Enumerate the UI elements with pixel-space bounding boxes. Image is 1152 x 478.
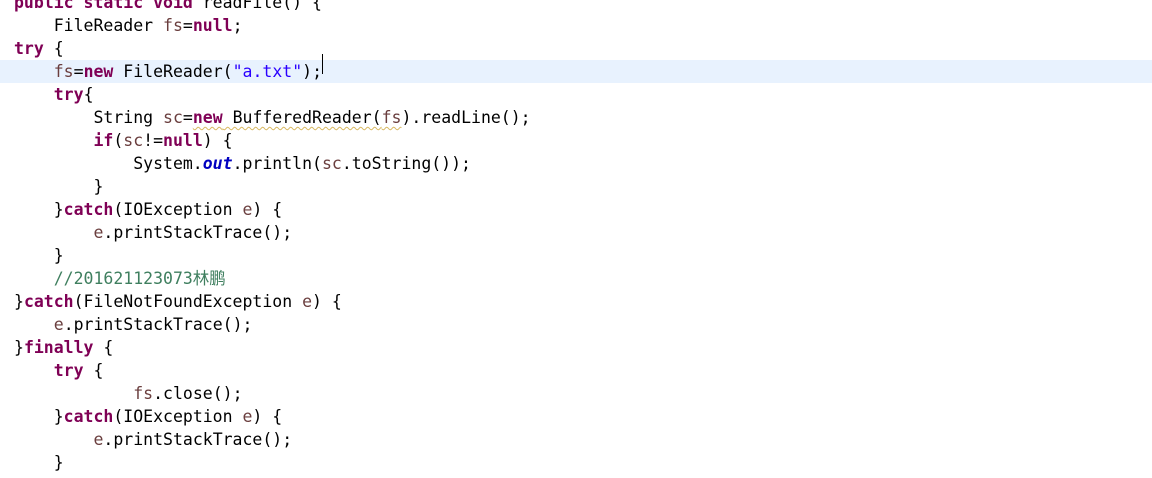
code-token: .toString()); <box>341 154 471 173</box>
code-token: (IOException <box>113 407 243 426</box>
code-token: .printStackTrace(); <box>103 430 293 449</box>
code-token: sc <box>123 131 144 150</box>
code-line[interactable]: try{ <box>0 83 1152 106</box>
code-token: if <box>93 131 114 150</box>
code-token: ) { <box>202 131 233 150</box>
code-line[interactable]: }catch(IOException e) { <box>0 405 1152 428</box>
code-line[interactable]: e.printStackTrace(); <box>0 221 1152 244</box>
code-token: = <box>182 108 193 127</box>
code-token: catch <box>63 200 114 219</box>
code-token: e <box>302 292 313 311</box>
code-token: try <box>53 85 84 104</box>
code-token <box>14 361 54 380</box>
code-token: ).readLine(); <box>401 108 531 127</box>
code-token: ) { <box>252 407 283 426</box>
code-token: new <box>192 108 223 127</box>
code-token <box>14 384 133 403</box>
code-token <box>14 85 54 104</box>
code-token: finally <box>23 338 94 357</box>
code-token: FileReader( <box>113 62 233 81</box>
code-token: System. <box>14 154 203 173</box>
code-token: .println( <box>232 154 322 173</box>
code-line[interactable]: fs=new FileReader("a.txt"); <box>0 60 1152 83</box>
code-token: try <box>53 361 84 380</box>
code-token: ) { <box>252 200 283 219</box>
code-token: readFile() { <box>202 0 322 12</box>
code-token: //201621123073林鹏 <box>14 269 226 288</box>
code-token: ( <box>113 131 124 150</box>
code-token: } <box>14 177 104 196</box>
text-caret <box>322 54 323 74</box>
code-token: } <box>14 453 64 472</box>
code-line[interactable]: //201621123073林鹏 <box>0 267 1152 290</box>
code-token: sc <box>163 108 183 127</box>
code-token: catch <box>23 292 74 311</box>
code-line[interactable]: FileReader fs=null; <box>0 14 1152 37</box>
code-token: null <box>192 16 233 35</box>
code-line[interactable]: try { <box>0 359 1152 382</box>
code-token: ; <box>232 16 243 35</box>
code-token: new <box>83 62 114 81</box>
code-line[interactable]: e.printStackTrace(); <box>0 313 1152 336</box>
code-line[interactable]: public static void readFile() { <box>0 0 1152 14</box>
code-token: fs <box>381 108 402 127</box>
code-line[interactable]: e.printStackTrace(); <box>0 428 1152 451</box>
code-token: sc <box>321 154 342 173</box>
code-token: null <box>163 131 203 150</box>
code-token <box>14 62 54 81</box>
code-token: BufferedReader( <box>222 108 382 127</box>
code-token: ); <box>302 62 323 81</box>
code-token: catch <box>63 407 114 426</box>
code-token <box>14 223 93 242</box>
code-token: e <box>93 430 104 449</box>
code-token: public static void <box>14 0 203 12</box>
code-line[interactable]: fs.close(); <box>0 382 1152 405</box>
code-token: } <box>14 200 64 219</box>
code-line[interactable]: try { <box>0 37 1152 60</box>
code-token: .close(); <box>153 384 243 403</box>
code-token: .printStackTrace(); <box>103 223 293 242</box>
code-token: String <box>14 108 164 127</box>
code-token: e <box>93 223 104 242</box>
code-line[interactable]: } <box>0 451 1152 474</box>
code-line[interactable]: if(sc!=null) { <box>0 129 1152 152</box>
code-token: .printStackTrace(); <box>63 315 253 334</box>
code-token: e <box>242 200 253 219</box>
code-line[interactable]: String sc=new BufferedReader(fs).readLin… <box>0 106 1152 129</box>
code-token: { <box>43 39 64 58</box>
code-line[interactable]: }catch(IOException e) { <box>0 198 1152 221</box>
code-token <box>14 430 93 449</box>
code-token: (FileNotFoundException <box>73 292 303 311</box>
code-token: = <box>73 62 84 81</box>
code-line[interactable]: System.out.println(sc.toString()); <box>0 152 1152 175</box>
code-token: { <box>83 85 94 104</box>
code-token: fs <box>53 62 74 81</box>
code-token: fs <box>163 16 183 35</box>
code-token: fs <box>133 384 154 403</box>
code-token: } <box>14 338 24 357</box>
code-token: e <box>242 407 253 426</box>
code-token <box>14 131 93 150</box>
code-token: out <box>202 154 233 173</box>
code-token: e <box>53 315 64 334</box>
code-token: FileReader <box>14 16 164 35</box>
code-token: } <box>14 246 64 265</box>
code-token: { <box>93 338 114 357</box>
code-token: try <box>14 39 44 58</box>
code-line[interactable]: } <box>0 244 1152 267</box>
code-token: } <box>14 407 64 426</box>
code-token: != <box>143 131 164 150</box>
code-token: } <box>14 292 24 311</box>
code-line[interactable]: }catch(FileNotFoundException e) { <box>0 290 1152 313</box>
code-token <box>14 315 54 334</box>
code-line[interactable]: } <box>0 175 1152 198</box>
code-line[interactable]: }finally { <box>0 336 1152 359</box>
code-token: = <box>182 16 193 35</box>
code-token: ) { <box>312 292 342 311</box>
code-token: { <box>83 361 104 380</box>
code-token: "a.txt" <box>232 62 303 81</box>
code-token: (IOException <box>113 200 243 219</box>
